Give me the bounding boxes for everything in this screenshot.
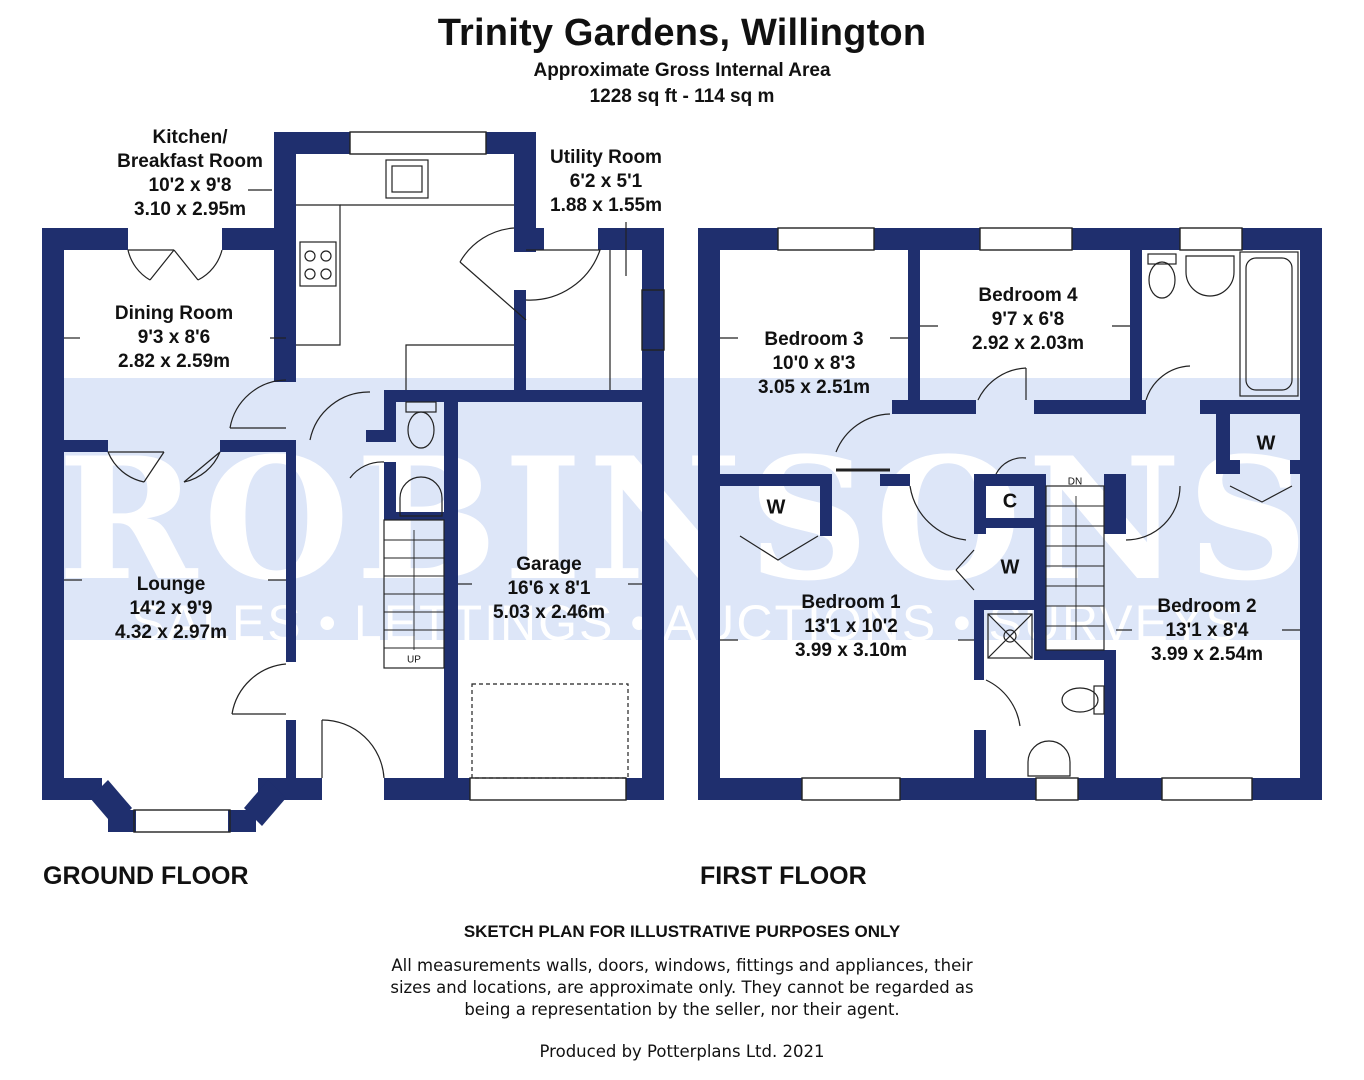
room-name: Utility Room: [550, 147, 662, 168]
room-name: Garage: [516, 554, 582, 575]
walls: [42, 132, 1322, 832]
room-name-line1: Kitchen/: [152, 127, 228, 148]
wardrobe-tag: W: [766, 496, 786, 519]
room-imperial: 13'1 x 8'4: [1165, 620, 1249, 641]
cupboard-tag: C: [1002, 490, 1018, 513]
room-bedroom-1: Bedroom 1 13'1 x 10'2 3.99 x 3.10m: [795, 591, 907, 663]
plan-title: Trinity Gardens, Willington: [437, 12, 927, 54]
wardrobe-tag: W: [1256, 432, 1276, 455]
room-metric: 3.10 x 2.95m: [134, 199, 246, 220]
watermark-brand: ROBINSONS: [58, 420, 1315, 618]
produced-by: Produced by Potterplans Ltd. 2021: [539, 1042, 825, 1061]
room-metric: 5.03 x 2.46m: [493, 602, 605, 623]
area-value: 1228 sq ft - 114 sq m: [589, 86, 775, 107]
disclaimer-body: All measurements walls, doors, windows, …: [390, 956, 974, 1019]
room-metric: 2.92 x 2.03m: [972, 333, 1084, 354]
stairs-up-label: UP: [407, 654, 421, 666]
room-name-line2: Breakfast Room: [117, 151, 263, 172]
room-metric: 4.32 x 2.97m: [115, 622, 227, 643]
room-imperial: 13'1 x 10'2: [804, 616, 898, 637]
room-imperial: 14'2 x 9'9: [129, 598, 213, 619]
room-imperial: 10'0 x 8'3: [772, 353, 856, 374]
room-name: Bedroom 4: [978, 285, 1078, 306]
room-bedroom-3: Bedroom 3 10'0 x 8'3 3.05 x 2.51m: [758, 328, 870, 400]
wardrobe-tag: W: [1000, 556, 1020, 579]
stairs-down-label: DN: [1067, 476, 1083, 488]
ground-floor-label: GROUND FLOOR: [43, 862, 249, 890]
room-metric: 3.99 x 2.54m: [1151, 644, 1263, 665]
room-metric: 2.82 x 2.59m: [118, 351, 230, 372]
room-name: Bedroom 3: [764, 329, 864, 350]
area-caption: Approximate Gross Internal Area: [533, 60, 831, 81]
room-imperial: 16'6 x 8'1: [507, 578, 591, 599]
room-imperial: 10'2 x 9'8: [148, 175, 232, 196]
room-dining: Dining Room 9'3 x 8'6 2.82 x 2.59m: [115, 302, 233, 374]
room-name: Bedroom 1: [801, 592, 901, 613]
room-metric: 3.99 x 3.10m: [795, 640, 907, 661]
disclaimer-title: SKETCH PLAN FOR ILLUSTRATIVE PURPOSES ON…: [463, 922, 901, 941]
watermark-services: SALES • LETTINGS • AUCTIONS • SURVEYS: [131, 595, 1240, 651]
room-imperial: 9'7 x 6'8: [991, 309, 1065, 330]
room-kitchen: Kitchen/ Breakfast Room 10'2 x 9'8 3.10 …: [117, 126, 263, 222]
room-name: Bedroom 2: [1157, 596, 1257, 617]
room-bedroom-2: Bedroom 2 13'1 x 8'4 3.99 x 2.54m: [1151, 595, 1263, 667]
room-utility: Utility Room 6'2 x 5'1 1.88 x 1.55m: [550, 146, 662, 218]
room-imperial: 9'3 x 8'6: [137, 327, 211, 348]
room-name: Dining Room: [114, 303, 234, 324]
room-metric: 1.88 x 1.55m: [550, 195, 662, 216]
room-imperial: 6'2 x 5'1: [569, 171, 643, 192]
room-lounge: Lounge 14'2 x 9'9 4.32 x 2.97m: [115, 573, 227, 645]
first-floor-label: FIRST FLOOR: [700, 862, 867, 890]
room-metric: 3.05 x 2.51m: [758, 377, 870, 398]
room-bedroom-4: Bedroom 4 9'7 x 6'8 2.92 x 2.03m: [972, 284, 1084, 356]
room-name: Lounge: [136, 574, 206, 595]
room-garage: Garage 16'6 x 8'1 5.03 x 2.46m: [493, 553, 605, 625]
